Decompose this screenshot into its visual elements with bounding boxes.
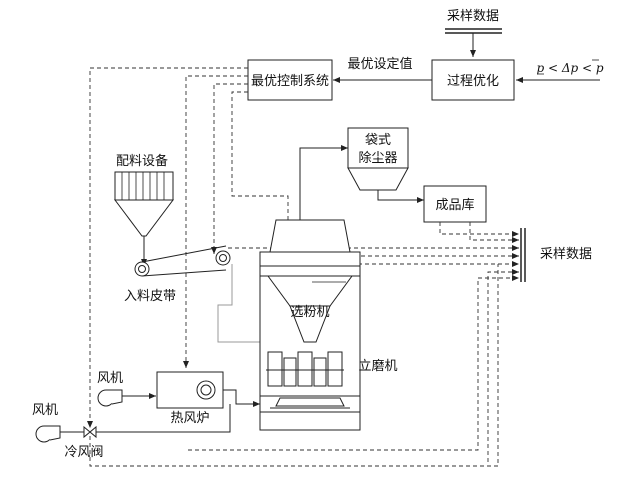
batching-equipment-label: 配料设备 <box>116 153 168 169</box>
hot-air-furnace: 热风炉 <box>156 371 224 426</box>
process-optimization-label: 过程优化 <box>447 74 499 89</box>
process-optimization-block: 过程优化 <box>431 59 515 101</box>
batching-equipment: 配料设备 <box>114 153 174 266</box>
separator-label: 选粉机 <box>290 305 329 320</box>
hot-air-furnace-label: 热风炉 <box>170 411 209 426</box>
fan-2: 风机 <box>32 403 84 443</box>
feed-chute <box>217 264 261 380</box>
bag-filter-to-storage-pipe <box>377 190 424 203</box>
constraint-input: p < Δp < p <box>516 59 604 83</box>
feed-belt: 入料皮带 <box>124 245 231 304</box>
feed-belt-label: 入料皮带 <box>124 289 176 304</box>
product-storage: 成品库 <box>423 185 487 223</box>
vertical-mill: 选粉机 立磨机 <box>259 219 398 431</box>
sampling-data-top-label: 采样数据 <box>447 9 499 24</box>
bag-filter: 袋式 除尘器 <box>347 127 409 191</box>
constraint-label: p < Δp < p <box>536 61 603 75</box>
cold-air-valve-label: 冷风阀 <box>64 445 103 460</box>
hot-air-pipe <box>223 389 260 407</box>
bag-filter-label-2: 除尘器 <box>358 151 397 166</box>
cold-valve-feedback-line <box>89 264 499 467</box>
product-storage-label: 成品库 <box>435 197 474 213</box>
optimal-setpoint-flow: 最优设定值 <box>333 56 432 83</box>
control-signal-lines <box>87 67 291 428</box>
bag-filter-label-1: 袋式 <box>365 133 391 148</box>
fan-1: 风机 <box>97 371 156 407</box>
fan-2-label: 风机 <box>32 403 58 418</box>
sampling-data-right: 采样数据 <box>520 228 592 282</box>
optimal-control-system-block: 最优控制系统 <box>247 59 333 101</box>
vertical-mill-label: 立磨机 <box>358 359 397 374</box>
sampling-data-right-label: 采样数据 <box>540 247 592 262</box>
cold-air-valve: 冷风阀 <box>64 425 104 460</box>
mill-to-bag-filter-pipe <box>299 145 348 220</box>
optimal-control-system-label: 最优控制系统 <box>251 74 329 89</box>
optimal-setpoint-label: 最优设定值 <box>347 56 412 72</box>
fan-1-label: 风机 <box>97 371 123 386</box>
sampling-lines <box>188 222 519 462</box>
sampling-data-top: 采样数据 <box>445 9 502 57</box>
cold-air-pipe <box>96 404 231 433</box>
